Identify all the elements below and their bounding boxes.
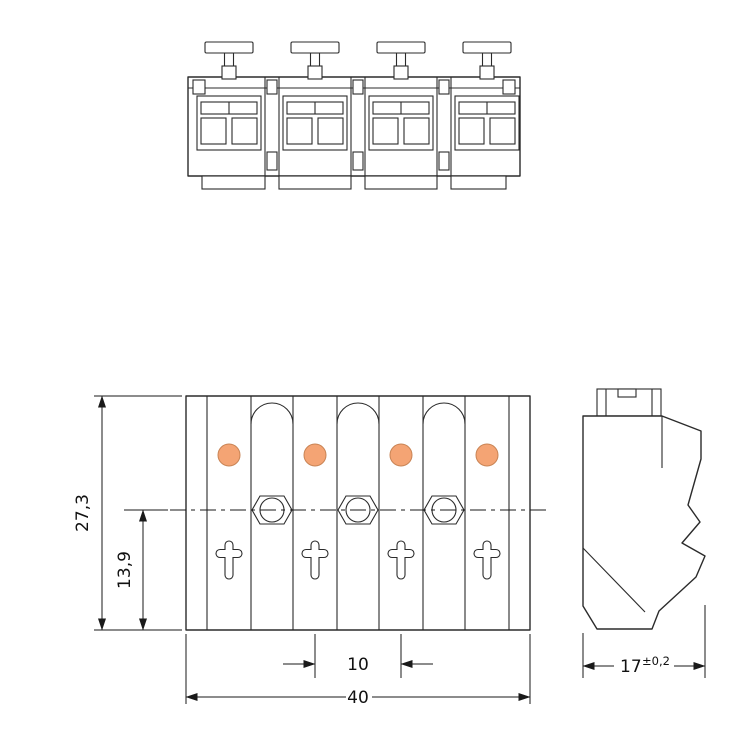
contact-spring xyxy=(489,117,516,145)
partition-walls xyxy=(264,77,452,176)
dim-label-depth-tolerance: ±0,2 xyxy=(642,654,670,668)
top-view xyxy=(187,41,521,190)
dim-label-overall-width: 40 xyxy=(347,688,369,708)
dimension-depth: 17 ±0,2 xyxy=(582,605,706,678)
dim-label-overall-height: 27,3 xyxy=(73,494,93,532)
side-housing-outline xyxy=(582,415,706,630)
wire-entry-ports xyxy=(217,443,499,467)
dimension-overall-height: 27,3 xyxy=(73,395,182,631)
dimension-overall-width: 40 xyxy=(185,634,531,708)
side-view xyxy=(582,388,706,630)
push-buttons xyxy=(204,41,512,80)
contact-spring xyxy=(403,117,430,145)
push-button-collar xyxy=(479,65,495,80)
wire-entry-port xyxy=(475,443,499,467)
contact-spring xyxy=(286,117,313,145)
strain-relief-anchors xyxy=(215,540,501,580)
push-button-cap xyxy=(376,41,426,54)
contact-spring xyxy=(372,117,399,145)
push-button-collar xyxy=(393,65,409,80)
contact-spring xyxy=(317,117,344,145)
wire-entry-port xyxy=(217,443,241,467)
front-view xyxy=(170,395,546,631)
contact-windows xyxy=(196,95,520,151)
wire-entry-port xyxy=(303,443,327,467)
push-button-cap xyxy=(290,41,340,54)
push-button-cap xyxy=(204,41,254,54)
contact-spring xyxy=(231,117,258,145)
side-top-notch xyxy=(617,388,637,398)
end-tabs xyxy=(192,79,516,95)
divider-walls xyxy=(206,396,510,630)
contact-spring xyxy=(200,117,227,145)
contact-spring xyxy=(458,117,485,145)
dimension-pole-pitch: 10 xyxy=(283,634,433,678)
push-button-collar xyxy=(307,65,323,80)
dim-label-depth: 17 xyxy=(620,657,642,677)
push-button-cap xyxy=(462,41,512,54)
mounting-feet xyxy=(201,175,507,190)
dim-label-pole-pitch: 10 xyxy=(347,655,369,675)
wire-entry-port xyxy=(389,443,413,467)
dim-label-inner-height: 13,9 xyxy=(115,551,135,589)
side-sloped-face xyxy=(582,547,646,613)
push-button-collar xyxy=(221,65,237,80)
dimension-inner-height: 13,9 xyxy=(115,509,168,631)
